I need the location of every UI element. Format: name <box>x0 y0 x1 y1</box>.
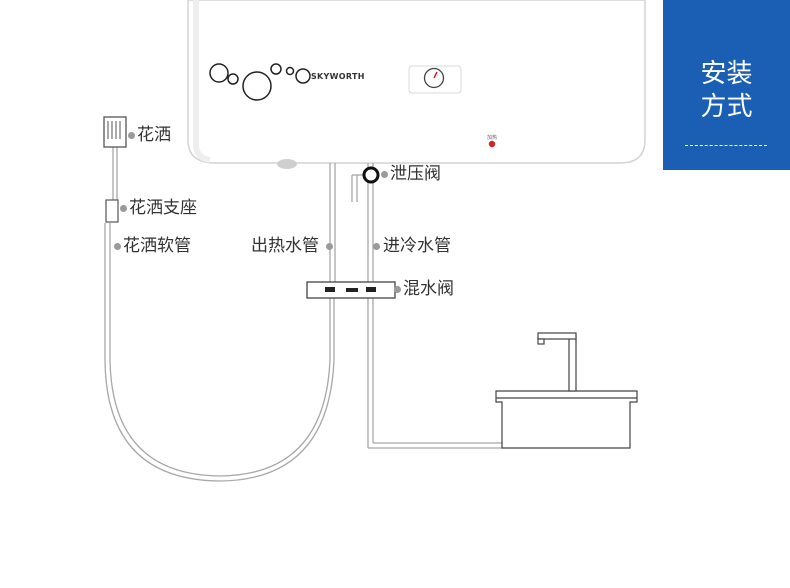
brand-logo-text: SKYWORTH <box>311 72 365 81</box>
badge-title-line1: 安装 <box>700 59 753 89</box>
label-hot-pipe: 出热水管 <box>251 236 319 256</box>
shower-head <box>103 116 127 148</box>
label-dot-shower-hose <box>114 243 121 250</box>
badge-title-line2: 方式 <box>700 92 753 122</box>
indicator-label: 加热 <box>487 135 498 141</box>
relief-valve <box>362 166 380 184</box>
label-shower-head: 花洒 <box>137 125 171 145</box>
installation-method-badge: 安装 方式 <box>663 0 790 170</box>
pipes <box>104 145 502 482</box>
mixing-valve <box>306 281 396 299</box>
temperature-gauge <box>408 65 462 94</box>
tank-outlet-stub <box>277 159 297 169</box>
label-shower-hose: 花洒软管 <box>123 236 191 256</box>
label-dot-hot-pipe <box>326 243 333 250</box>
sink <box>495 390 638 449</box>
label-cold-pipe: 进冷水管 <box>383 236 451 256</box>
label-dot-relief-valve <box>381 171 388 178</box>
label-dot-mixing-valve <box>394 286 401 293</box>
power-indicator-light <box>488 140 496 148</box>
label-shower-holder: 花洒支座 <box>129 198 197 218</box>
label-relief-valve: 泄压阀 <box>390 164 441 184</box>
label-mixing-valve: 混水阀 <box>403 279 454 299</box>
decorative-circles <box>209 63 311 101</box>
label-dot-cold-pipe <box>373 243 380 250</box>
faucet <box>537 332 577 392</box>
label-dot-shower-head <box>128 132 135 139</box>
badge-divider <box>685 145 767 146</box>
shower-holder <box>105 199 119 223</box>
label-dot-shower-holder <box>120 205 127 212</box>
